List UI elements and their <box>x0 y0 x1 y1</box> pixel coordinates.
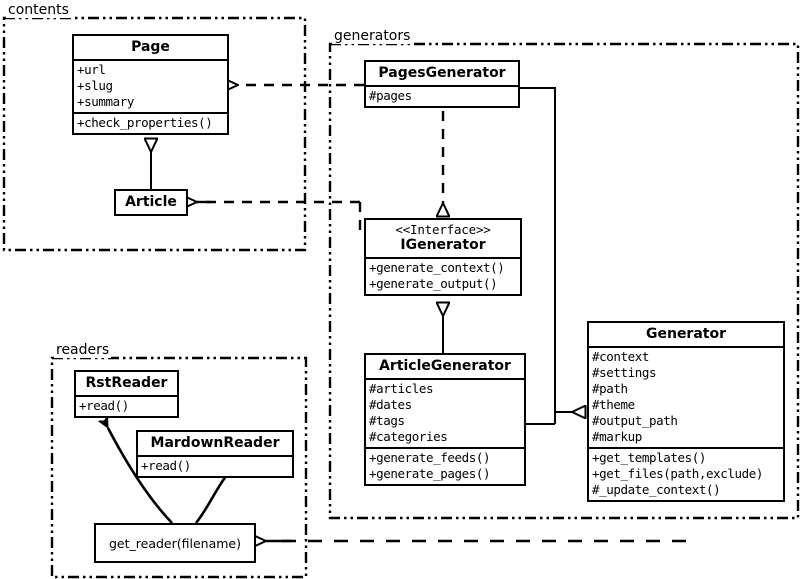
attribute-row: #tags <box>369 413 405 429</box>
class-attributes-pages-generator: #pages <box>366 85 518 106</box>
attribute-row: +summary <box>77 94 135 110</box>
attribute-row: #dates <box>369 397 412 413</box>
attribute-row: #context <box>592 349 650 365</box>
class-attributes-article-generator: #articles #dates #tags #categories <box>366 378 524 447</box>
method-row: +read() <box>141 458 191 474</box>
class-box-generator[interactable]: Generator #context #settings #path #them… <box>587 321 785 503</box>
attribute-row: +url <box>77 62 106 78</box>
package-label-readers: readers <box>54 342 112 358</box>
class-box-page[interactable]: Page +url +slug +summary +check_properti… <box>72 34 229 136</box>
relationship-getreader-returns-mardownreader <box>194 476 226 524</box>
class-methods-generator: +get_templates() +get_files(path,exclude… <box>589 447 783 500</box>
attribute-row: #theme <box>592 397 635 413</box>
package-label-contents: contents <box>6 2 71 18</box>
relationship-generators-inherit-generator <box>520 87 572 425</box>
attribute-row: +slug <box>77 78 113 94</box>
method-row: +generate_feeds() <box>369 450 491 466</box>
method-row: +check_properties() <box>77 115 213 131</box>
attribute-row: #settings <box>592 365 657 381</box>
method-row: +generate_context() <box>369 260 505 276</box>
function-label-get-reader: get_reader(filename) <box>109 535 241 551</box>
attribute-row: #path <box>592 381 628 397</box>
class-name-text-igenerator: IGenerator <box>400 237 486 254</box>
attribute-row: #categories <box>369 429 448 445</box>
attribute-row: #markup <box>592 429 642 445</box>
class-box-rst-reader[interactable]: RstReader +read() <box>74 370 179 419</box>
class-name-article: Article <box>125 194 177 210</box>
attribute-row: #pages <box>369 88 412 104</box>
class-stereotype-igenerator: <<Interface>> <box>395 222 491 237</box>
class-methods-article-generator: +generate_feeds() +generate_pages() <box>366 447 524 484</box>
class-name-generator: Generator <box>645 326 726 342</box>
class-methods-page: +check_properties() <box>74 112 227 133</box>
class-box-igenerator[interactable]: <<Interface>> IGenerator +generate_conte… <box>364 218 522 297</box>
class-name-igenerator: <<Interface>> IGenerator <box>366 220 520 257</box>
class-box-article-generator[interactable]: ArticleGenerator #articles #dates #tags … <box>364 353 526 487</box>
class-name-pages-generator: PagesGenerator <box>378 65 506 81</box>
attribute-row: #articles <box>369 381 434 397</box>
class-box-mardown-reader[interactable]: MardownReader +read() <box>136 430 294 479</box>
class-box-pages-generator[interactable]: PagesGenerator #pages <box>364 60 520 109</box>
class-attributes-page: +url +slug +summary <box>74 59 227 112</box>
method-row: +read() <box>79 398 129 414</box>
class-name-page: Page <box>131 39 170 55</box>
attribute-row: #output_path <box>592 413 678 429</box>
method-row: +generate_pages() <box>369 466 491 482</box>
method-row: #_update_context() <box>592 482 721 498</box>
class-methods-igenerator: +generate_context() +generate_output() <box>366 257 520 294</box>
method-row: +get_templates() <box>592 450 707 466</box>
package-label-generators: generators <box>332 28 413 44</box>
class-name-mardown-reader: MardownReader <box>150 435 280 451</box>
class-methods-mardown-reader: +read() <box>138 455 292 476</box>
class-methods-rst-reader: +read() <box>76 395 177 416</box>
function-box-get-reader[interactable]: get_reader(filename) <box>94 523 256 563</box>
class-name-article-generator: ArticleGenerator <box>379 358 511 374</box>
relationship-articlegen-uses-article <box>197 202 362 236</box>
class-box-article[interactable]: Article <box>114 189 188 217</box>
method-row: +get_files(path,exclude) <box>592 466 764 482</box>
class-name-rst-reader: RstReader <box>85 375 168 391</box>
class-attributes-generator: #context #settings #path #theme #output_… <box>589 346 783 447</box>
method-row: +generate_output() <box>369 276 498 292</box>
